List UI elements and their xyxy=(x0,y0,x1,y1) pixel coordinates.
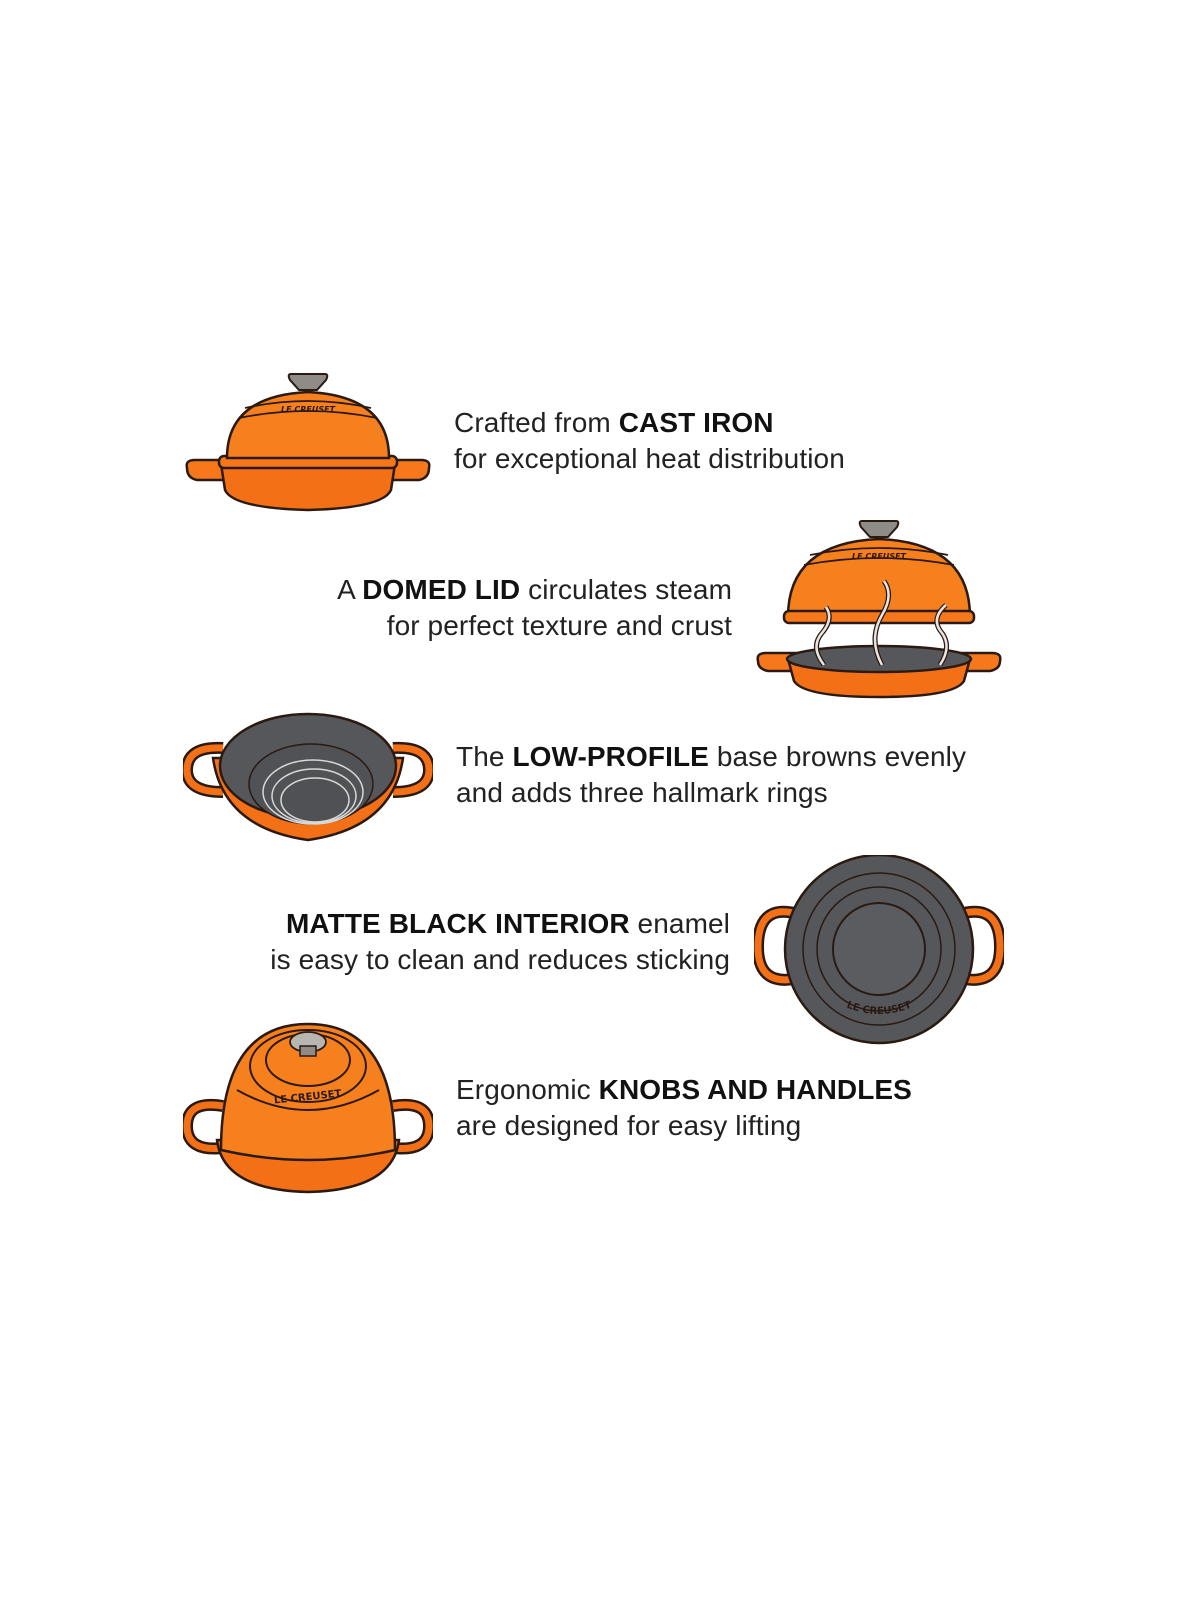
feature-5-line-2: are designed for easy lifting xyxy=(456,1110,802,1141)
feature-5-line-1: Ergonomic KNOBS AND HANDLES xyxy=(456,1074,912,1105)
bread-oven-steam-illustration: LE CREUSET xyxy=(754,515,1004,700)
feature-low-profile-text: The LOW-PROFILE base browns evenly and a… xyxy=(456,739,966,811)
feature-1-line-1: Crafted from CAST IRON xyxy=(454,407,774,438)
top-view-pot-icon: LE CREUSET xyxy=(751,853,1007,1045)
feature-matte-interior-text: MATTE BLACK INTERIOR enamel is easy to c… xyxy=(270,906,730,978)
matte-interior-illustration: LE CREUSET xyxy=(751,853,1007,1045)
svg-text:LE CREUSET: LE CREUSET xyxy=(281,405,336,414)
feature-2-line-2: for perfect texture and crust xyxy=(386,610,732,641)
knob-pot-icon: LE CREUSET xyxy=(180,1022,436,1194)
feature-3-line-2: and adds three hallmark rings xyxy=(456,777,828,808)
bread-oven-closed-illustration: LE CREUSET xyxy=(183,368,433,513)
feature-cast-iron-text: Crafted from CAST IRON for exceptional h… xyxy=(454,405,845,477)
feature-3-line-1: The LOW-PROFILE base browns evenly xyxy=(456,741,967,772)
low-profile-base-illustration xyxy=(180,708,436,843)
feature-knobs-handles-text: Ergonomic KNOBS AND HANDLES are designed… xyxy=(456,1072,912,1144)
svg-text:LE CREUSET: LE CREUSET xyxy=(852,552,907,561)
dome-pot-icon: LE CREUSET xyxy=(185,373,431,512)
brand-mark-text: LE CREUSET xyxy=(845,1000,913,1017)
feature-2-line-1: A DOMED LID circulates steam xyxy=(337,574,732,605)
feature-4-line-1: MATTE BLACK INTERIOR enamel xyxy=(285,908,730,939)
feature-1-line-2: for exceptional heat distribution xyxy=(454,443,845,474)
open-base-icon xyxy=(180,712,436,842)
feature-domed-lid-text: A DOMED LID circulates steam for perfect… xyxy=(337,572,732,644)
knobs-handles-illustration: LE CREUSET xyxy=(180,1020,436,1195)
steam-pot-icon: LE CREUSET xyxy=(756,520,1002,699)
feature-4-line-2: is easy to clean and reduces sticking xyxy=(270,944,730,975)
